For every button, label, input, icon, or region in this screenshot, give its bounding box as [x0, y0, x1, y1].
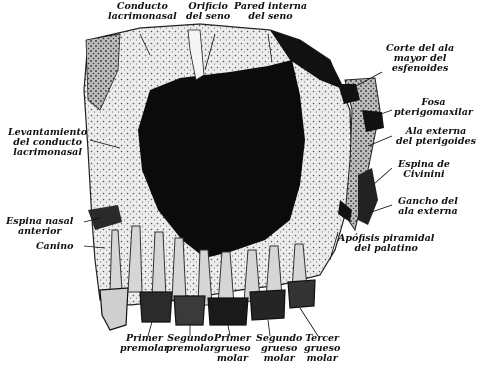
label-third-large-molar: Tercer grueso molar — [304, 334, 340, 364]
label-sinus-orifice: Orificio del seno — [186, 2, 230, 22]
label-second-large-molar: Segundo grueso molar — [256, 334, 302, 364]
label-lacrimonasal-duct: Conducto lacrimonasal — [108, 2, 177, 22]
label-sphenoid-greater-wing-cut: Corte del ala mayor del esfenoides — [386, 44, 454, 74]
label-palatine-pyramidal-process: Apófisis piramidal del palatino — [338, 234, 434, 254]
label-anterior-nasal-spine: Espina nasal anterior — [6, 217, 73, 237]
label-civinini-spine: Espina de Civinini — [398, 160, 450, 180]
label-pterygomaxillary-fossa: Fosa pterigomaxilar — [394, 98, 473, 118]
label-external-plate-hamulus: Gancho del ala externa — [398, 197, 458, 217]
first-premolar-crown — [140, 292, 172, 322]
second-premolar-crown — [174, 296, 205, 325]
second-molar-crown — [250, 290, 285, 320]
label-first-premolar: Primer premolar — [120, 334, 169, 354]
label-second-premolar: Segundo premolar — [166, 334, 215, 354]
label-lacrimonasal-duct-elevation: Levantamiento del conducto lacrimonasal — [8, 128, 87, 158]
label-first-large-molar: Primer grueso molar — [214, 334, 251, 364]
first-molar-crown — [208, 298, 248, 325]
label-canine: Canino — [36, 242, 73, 252]
third-molar-crown — [288, 280, 315, 308]
label-external-pterygoid-plate: Ala externa del pterigoides — [396, 127, 476, 147]
label-sinus-inner-wall: Pared interna del seno — [234, 2, 307, 22]
canine-crown — [100, 288, 128, 330]
